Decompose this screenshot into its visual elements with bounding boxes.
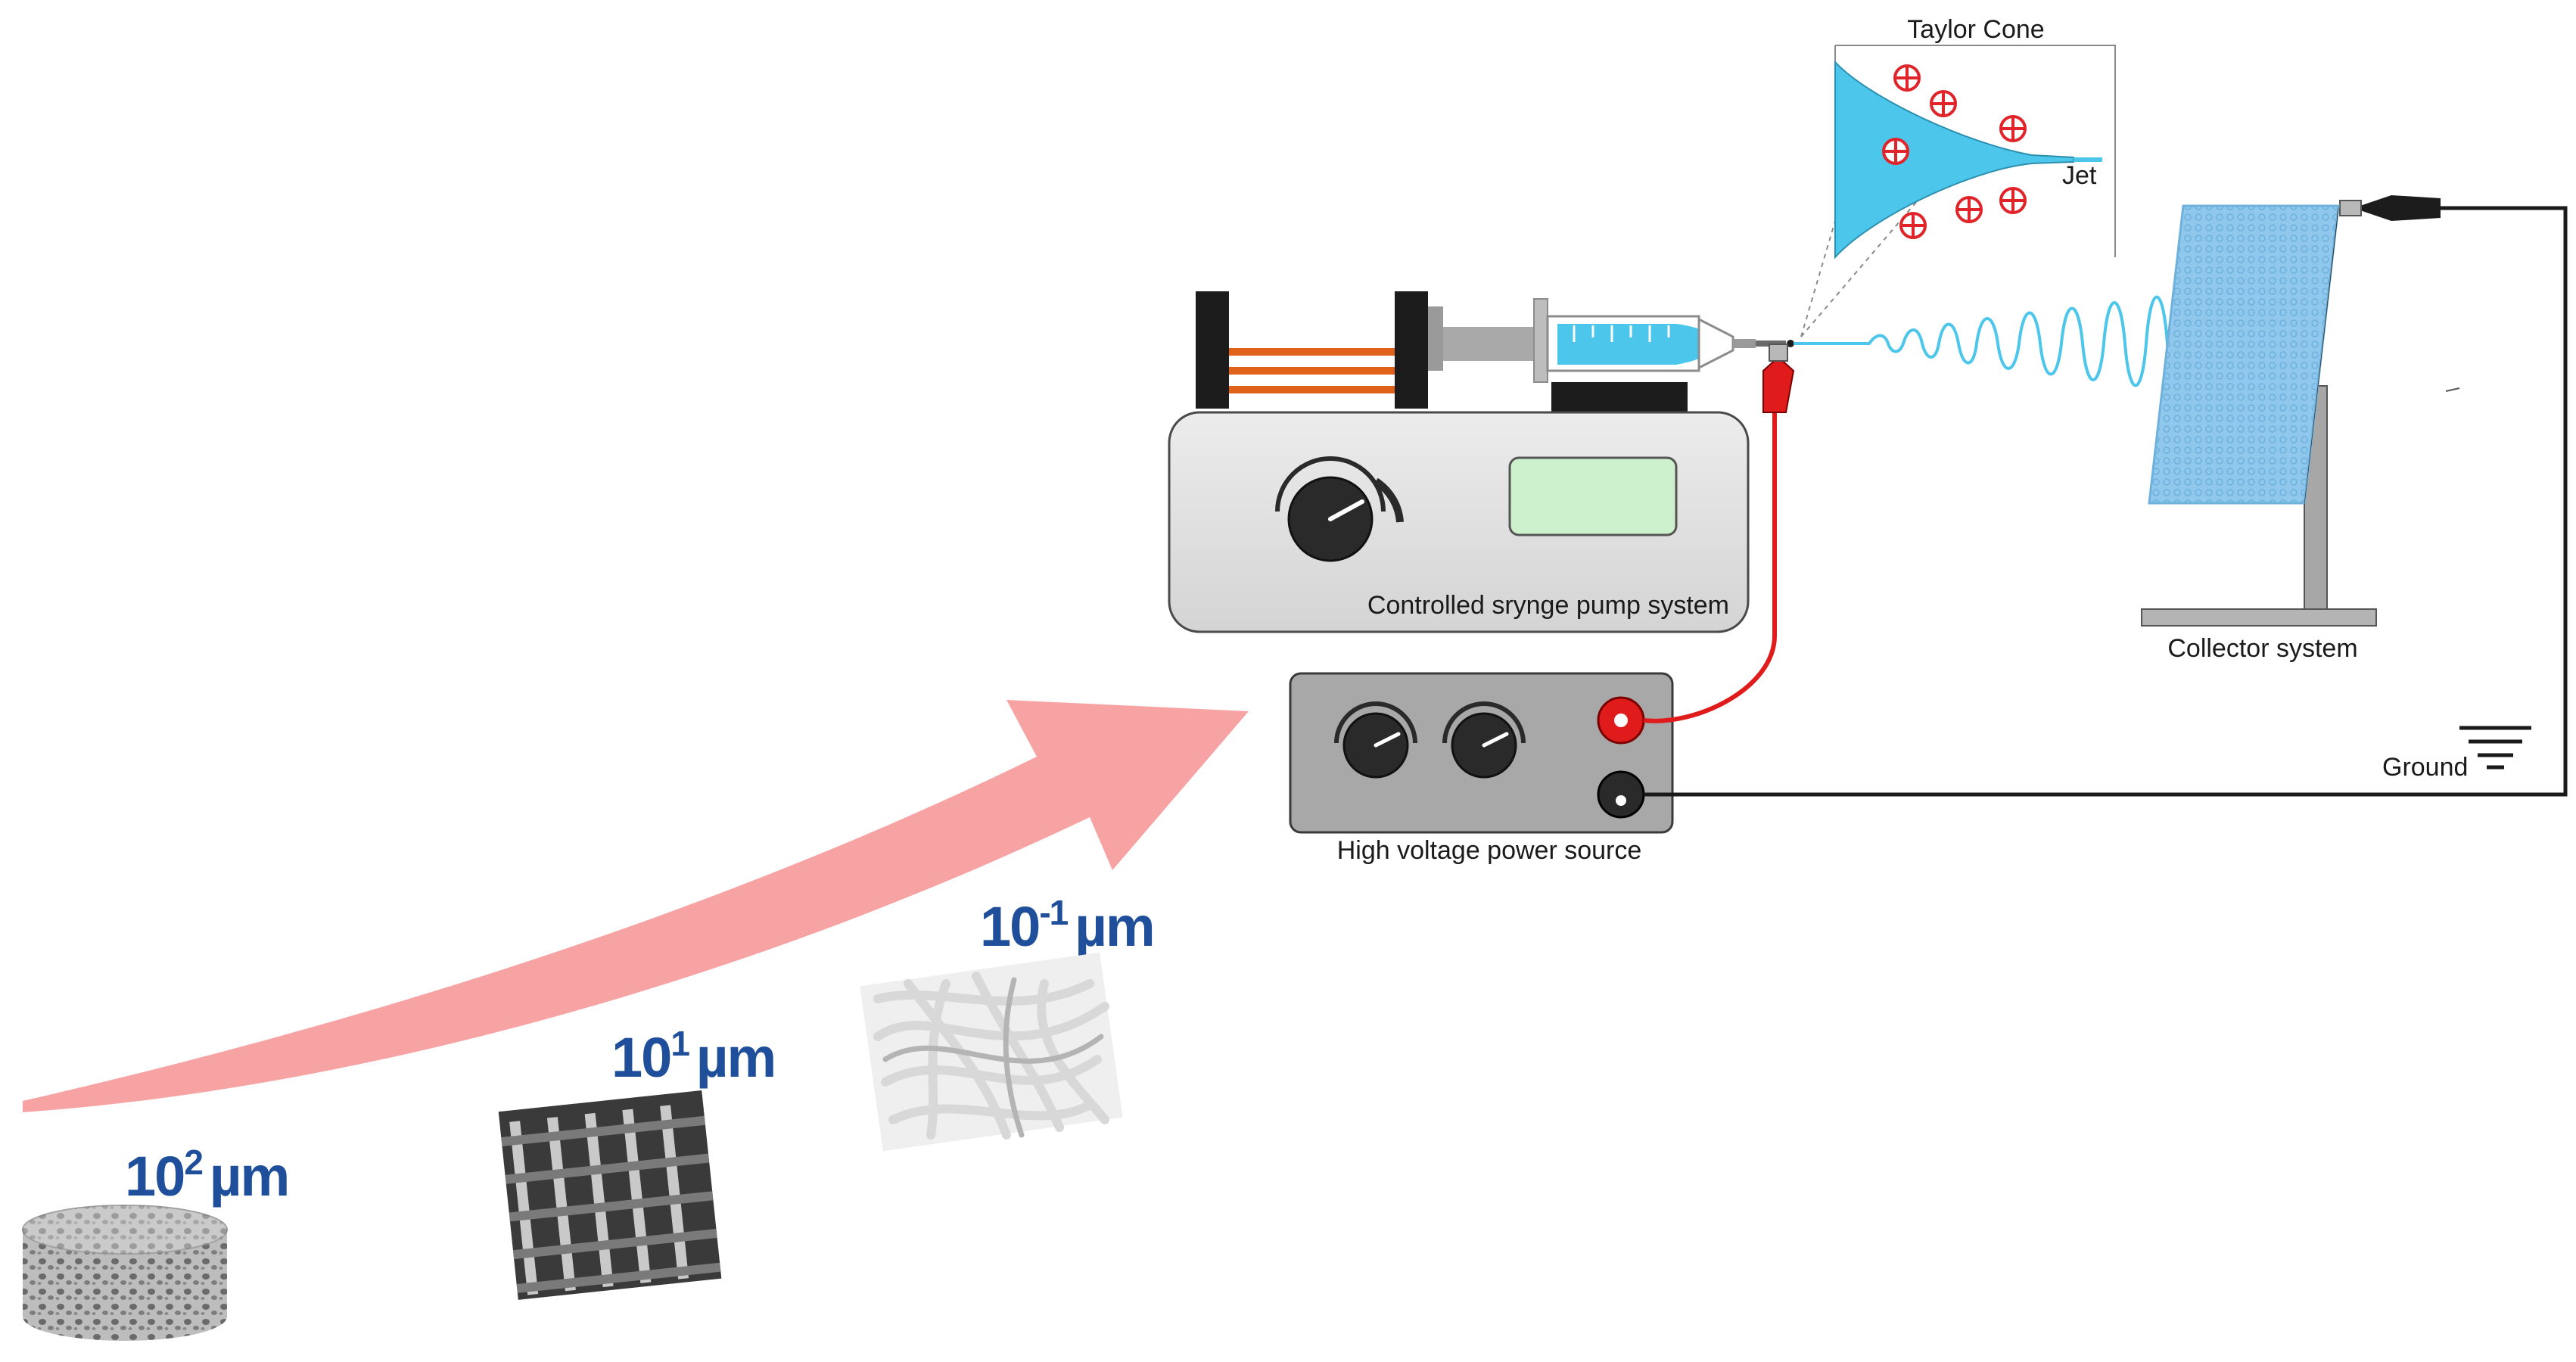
positive-charge-icon [1882,138,1909,165]
ground-icon [2459,726,2531,770]
jet-label: Jet [2062,161,2097,190]
positive-charge-icon [1955,196,1983,223]
syringe-pump-label: Controlled srynge pump system [1367,591,1729,620]
small-mark [2445,387,2460,392]
knob-icon[interactable] [1334,701,1417,779]
syringe [1533,298,1794,383]
positive-charge-icon [1999,187,2027,214]
syringe-pump-body: Controlled srynge pump system [1168,411,1750,633]
collector-system: Collector system [2141,204,2377,663]
alligator-clip-icon [2339,195,2441,221]
scaffold-image-woven [498,1090,722,1300]
positive-terminal[interactable] [1597,696,1645,745]
taylor-cone-inset: Taylor Cone Jet [1800,15,2116,337]
charge-markers [1882,64,2027,239]
positive-charge-icon [1893,64,1921,92]
positive-charge-icon [1999,115,2027,142]
scale-progression-arrow [23,700,1249,1112]
alligator-clip-icon [1762,344,1795,413]
fiber-jet [1794,295,2190,393]
knob-icon[interactable] [1442,701,1526,779]
collector-label: Collector system [2167,634,2357,663]
positive-charge-icon [1930,90,1957,117]
scaffold-image-porous [22,1205,228,1341]
ground-terminal[interactable] [1597,770,1645,819]
power-source-label: High voltage power source [1337,836,1642,865]
red-wire [1643,412,1777,723]
pump-display [1508,456,1678,536]
pump-spring [1229,348,1395,393]
positive-charge-icon [1899,212,1927,239]
knob-icon[interactable] [1275,456,1404,562]
taylor-cone-shape [1834,60,2074,260]
ground-label: Ground [2382,753,2468,782]
power-source: High voltage power source [1289,672,1674,865]
syringe-pump-mechanism [1196,291,1688,412]
scaffold-image-nanofiber [860,952,1123,1152]
taylor-cone-label: Taylor Cone [1907,15,2044,44]
ground-wire [1644,206,2568,797]
